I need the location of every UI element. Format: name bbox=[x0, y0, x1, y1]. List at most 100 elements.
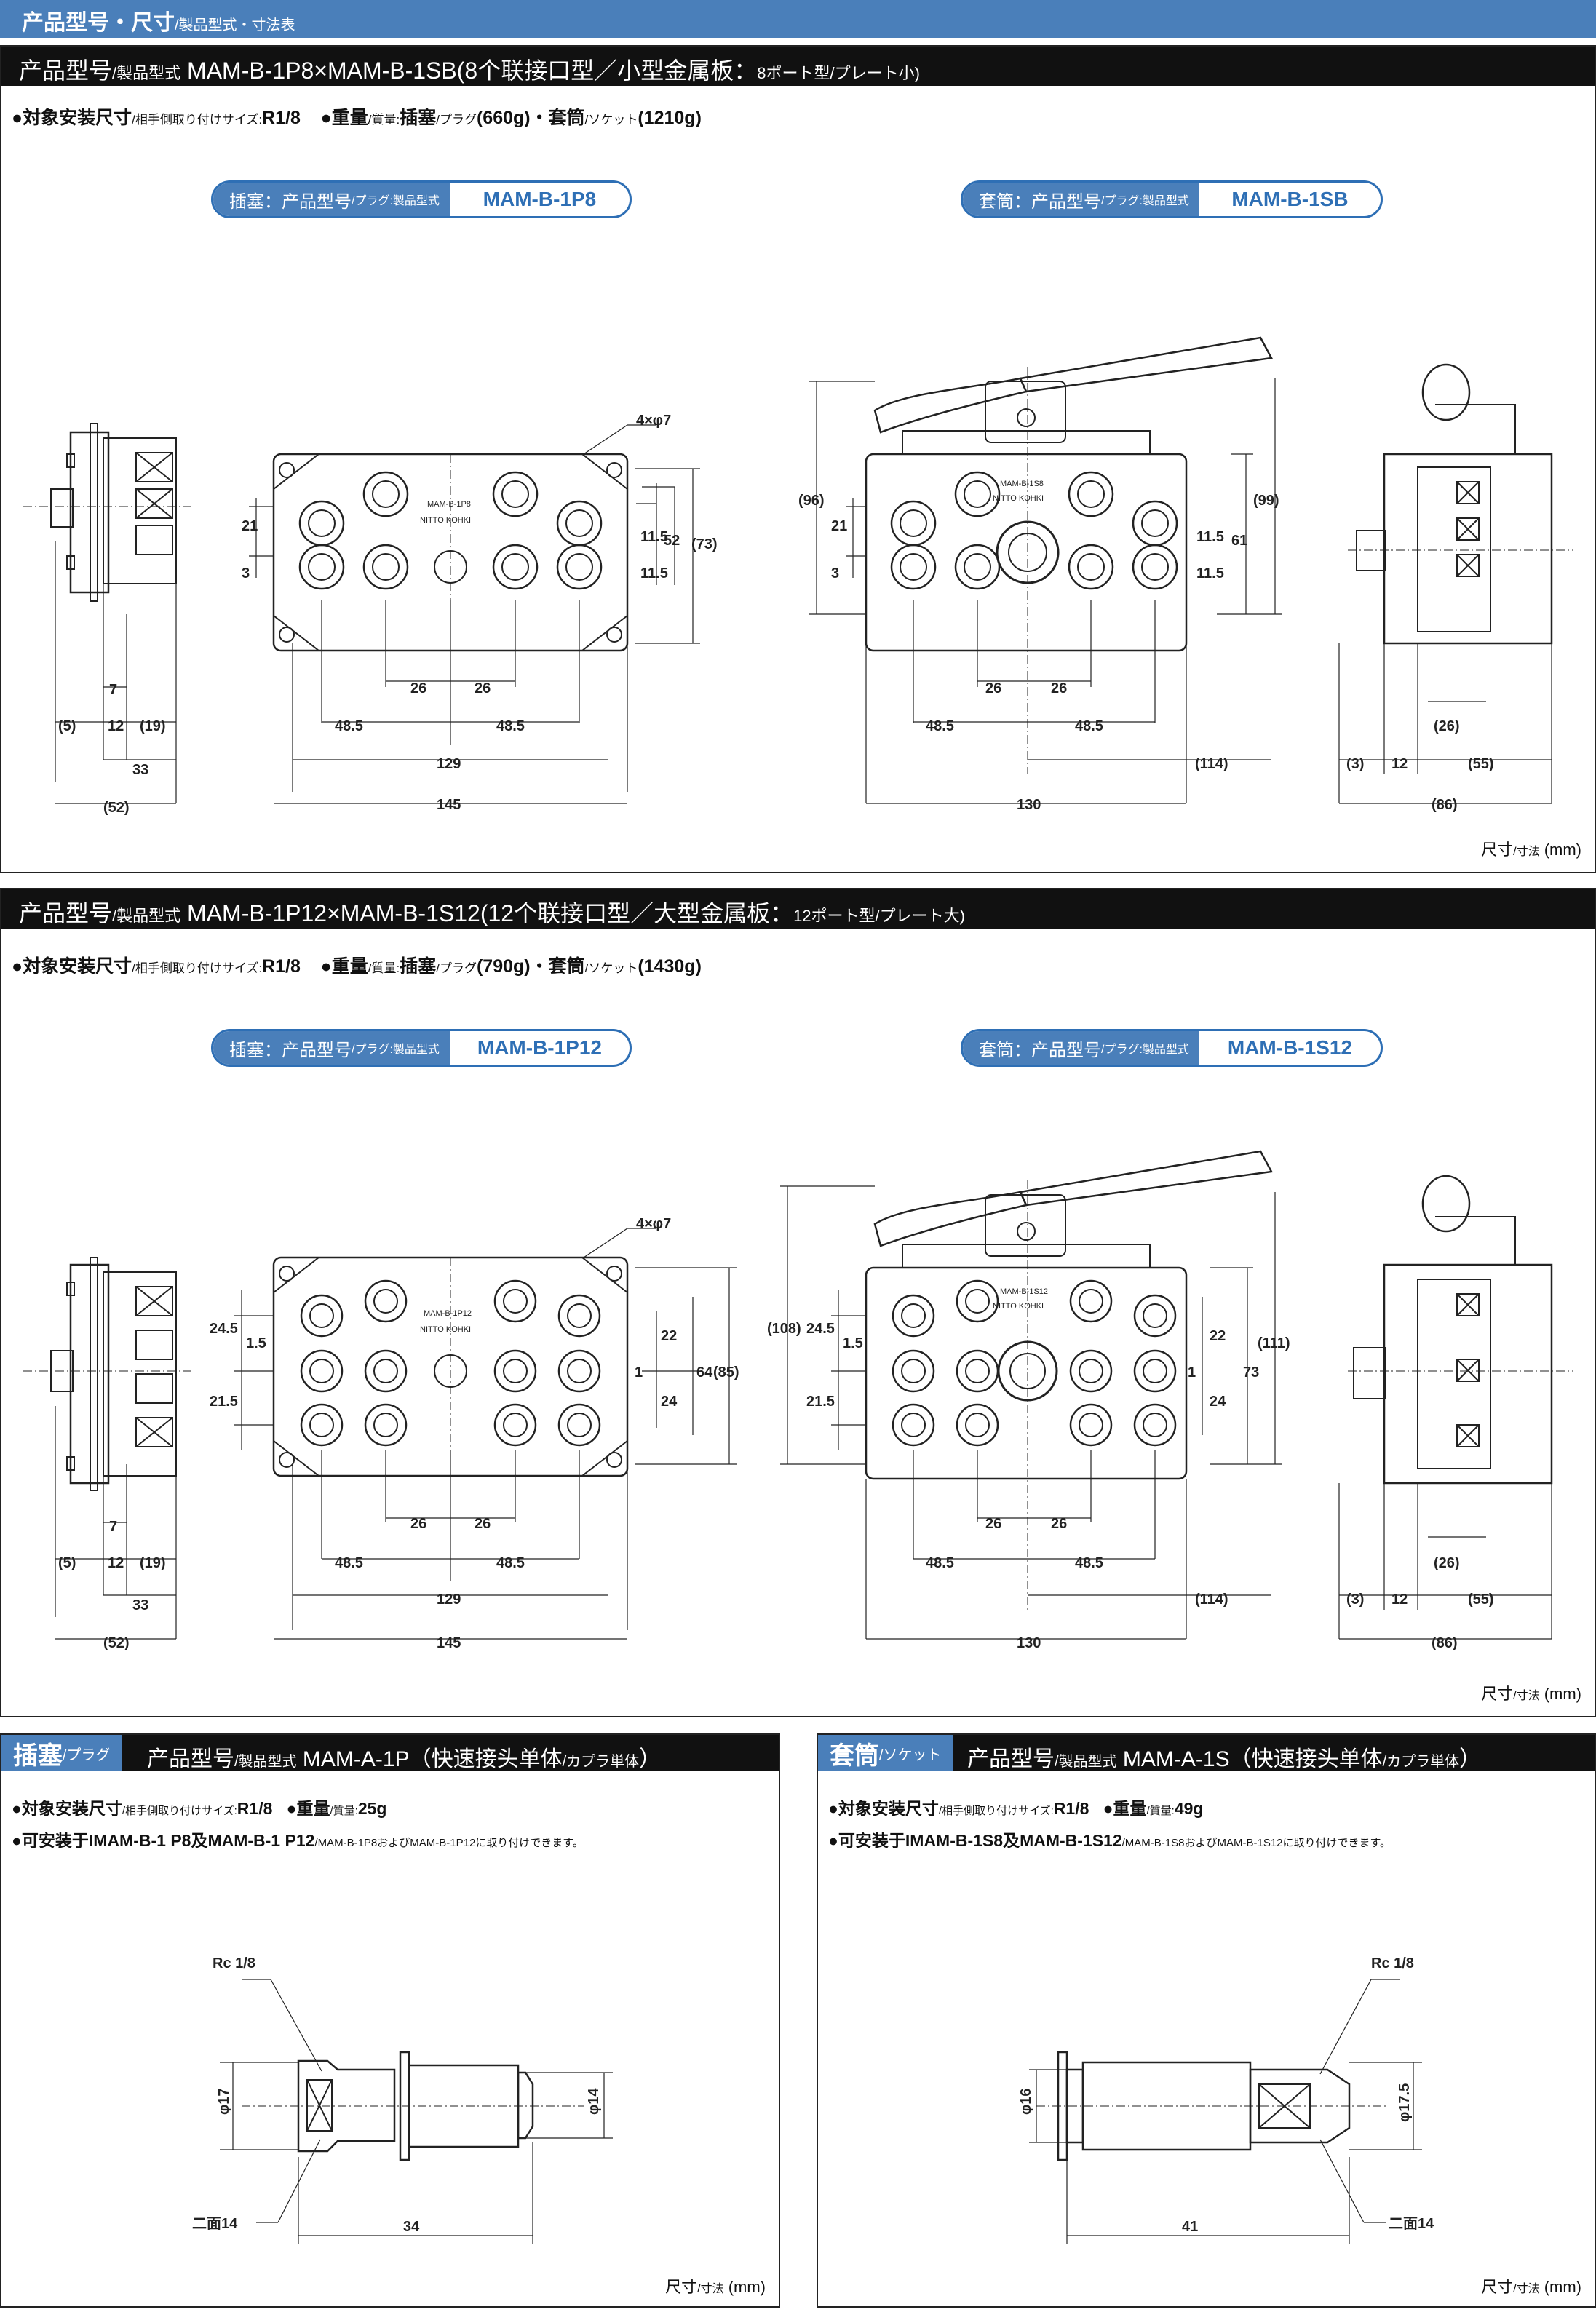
svg-text:48.5: 48.5 bbox=[1075, 1555, 1103, 1571]
plug-plate-view bbox=[272, 1256, 629, 1493]
socket-front-view bbox=[865, 1150, 1273, 1610]
svg-text:26: 26 bbox=[475, 1516, 491, 1532]
svg-text:3: 3 bbox=[831, 565, 839, 581]
plate-model-text: MAM-B-1P8 bbox=[427, 500, 471, 509]
svg-text:26: 26 bbox=[985, 1516, 1001, 1532]
plug-single-header: 插塞/プラグ 产品型号/製品型式 MAM-A-1P（快速接头单体/カプラ単体） bbox=[1, 1735, 779, 1771]
svg-text:48.5: 48.5 bbox=[335, 1555, 363, 1571]
svg-text:11.5: 11.5 bbox=[1196, 565, 1224, 581]
svg-text:73: 73 bbox=[1243, 1364, 1259, 1381]
socket-model-pill: 套筒：产品型号/プラグ:製品型式 MAM-B-1S12 bbox=[961, 1029, 1383, 1067]
svg-text:(19): (19) bbox=[140, 1555, 166, 1571]
svg-text:33: 33 bbox=[132, 762, 148, 778]
svg-text:二面14: 二面14 bbox=[192, 2216, 238, 2232]
svg-text:φ14: φ14 bbox=[586, 2088, 602, 2115]
svg-text:26: 26 bbox=[410, 1516, 426, 1532]
svg-text:11.5: 11.5 bbox=[640, 529, 668, 545]
svg-text:24: 24 bbox=[661, 1394, 678, 1410]
spec-line: ●対象安装尺寸/相手側取り付けサイズ:R1/8 ●重量/質量:49g bbox=[828, 1799, 1204, 1818]
svg-text:(99): (99) bbox=[1253, 493, 1279, 509]
svg-text:1.5: 1.5 bbox=[843, 1335, 863, 1351]
svg-text:(85): (85) bbox=[713, 1364, 739, 1381]
svg-text:(55): (55) bbox=[1468, 756, 1494, 772]
socket-plate-model-text: MAM-B-1S12 bbox=[1000, 1287, 1048, 1296]
drawing-8-port: MAM-B-1P8 NITTO KOHKI bbox=[23, 336, 1573, 816]
plug-model-pill: 插塞：产品型号/プラグ:製品型式 MAM-B-1P12 bbox=[211, 1029, 632, 1067]
section-plug-single: 插塞/プラグ 产品型号/製品型式 MAM-A-1P（快速接头单体/カプラ単体） … bbox=[0, 1733, 780, 2308]
svg-text:(111): (111) bbox=[1258, 1335, 1290, 1351]
svg-text:11.5: 11.5 bbox=[640, 565, 668, 581]
svg-text:41: 41 bbox=[1182, 2219, 1198, 2235]
section-socket-single: 套筒/ソケット 产品型号/製品型式 MAM-A-1S（快速接头单体/カプラ単体）… bbox=[817, 1733, 1596, 2308]
svg-text:12: 12 bbox=[1391, 1592, 1408, 1608]
svg-text:(3): (3) bbox=[1346, 1592, 1364, 1608]
unit-label: 尺寸/寸法 (mm) bbox=[1481, 841, 1581, 859]
svg-text:(19): (19) bbox=[140, 718, 166, 734]
svg-text:(108): (108) bbox=[767, 1321, 801, 1337]
svg-text:34: 34 bbox=[403, 2219, 420, 2235]
socket-side-view bbox=[1348, 1175, 1573, 1485]
svg-text:(5): (5) bbox=[58, 1555, 76, 1571]
svg-text:12: 12 bbox=[108, 1555, 124, 1571]
page-title: 产品型号・尺寸/製品型式・寸法表 bbox=[22, 11, 295, 35]
svg-text:129: 129 bbox=[437, 1592, 461, 1608]
svg-text:(3): (3) bbox=[1346, 756, 1364, 772]
svg-text:22: 22 bbox=[661, 1328, 677, 1344]
svg-text:61: 61 bbox=[1231, 533, 1247, 549]
svg-text:1: 1 bbox=[1188, 1364, 1196, 1381]
spec-line: ●対象安装尺寸/相手側取り付けサイズ:R1/8 ●重量/質量:插塞/プラグ(66… bbox=[12, 108, 702, 128]
socket-side-view bbox=[1348, 363, 1573, 645]
svg-text:21: 21 bbox=[831, 518, 847, 534]
svg-text:二面14: 二面14 bbox=[1389, 2216, 1434, 2232]
plug-side-view bbox=[23, 1257, 191, 1491]
svg-text:φ17.5: φ17.5 bbox=[1397, 2083, 1413, 2122]
plate-brand-text: NITTO KOHKI bbox=[420, 1325, 471, 1334]
svg-text:48.5: 48.5 bbox=[926, 718, 954, 734]
socket-model-pill: 套筒：产品型号/プラグ:製品型式 MAM-B-1SB bbox=[961, 180, 1383, 218]
svg-text:4×φ7: 4×φ7 bbox=[636, 413, 671, 429]
svg-text:22: 22 bbox=[1210, 1328, 1226, 1344]
socket-plate-brand-text: NITTO KOHKI bbox=[993, 494, 1044, 503]
svg-text:7: 7 bbox=[109, 1519, 117, 1535]
svg-text:(86): (86) bbox=[1432, 797, 1458, 813]
socket-single-drawing: Rc 1/8 φ16 φ17.5 二面14 41 bbox=[1018, 1955, 1434, 2244]
svg-text:130: 130 bbox=[1017, 797, 1041, 813]
svg-text:24: 24 bbox=[1210, 1394, 1226, 1410]
svg-text:(114): (114) bbox=[1195, 1592, 1228, 1608]
socket-plate-brand-text: NITTO KOHKI bbox=[993, 1302, 1044, 1311]
svg-text:(55): (55) bbox=[1468, 1592, 1494, 1608]
svg-text:24.5: 24.5 bbox=[806, 1321, 835, 1337]
section-12-port-header: 产品型号/製品型式 MAM-B-1P12×MAM-B-1S12(12个联接口型／… bbox=[1, 889, 1595, 929]
svg-text:48.5: 48.5 bbox=[496, 1555, 525, 1571]
svg-text:26: 26 bbox=[985, 680, 1001, 696]
compatibility-note: ●可安装于IMAM-B-1 P8及MAM-B-1 P12/MAM-B-1P8およ… bbox=[12, 1831, 584, 1850]
plug-model-pill: 插塞：产品型号/プラグ:製品型式 MAM-B-1P8 bbox=[211, 180, 632, 218]
svg-text:21.5: 21.5 bbox=[806, 1394, 835, 1410]
svg-text:48.5: 48.5 bbox=[1075, 718, 1103, 734]
svg-text:21.5: 21.5 bbox=[210, 1394, 238, 1410]
svg-text:(73): (73) bbox=[691, 536, 718, 552]
svg-text:12: 12 bbox=[1391, 756, 1408, 772]
svg-text:1.5: 1.5 bbox=[246, 1335, 266, 1351]
svg-text:(26): (26) bbox=[1434, 1555, 1460, 1571]
svg-text:φ17: φ17 bbox=[216, 2088, 232, 2115]
plug-tag: 插塞/プラグ bbox=[1, 1735, 122, 1771]
svg-text:48.5: 48.5 bbox=[496, 718, 525, 734]
svg-text:3: 3 bbox=[242, 565, 250, 581]
plug-plate-view bbox=[272, 453, 629, 658]
compatibility-note: ●可安装于IMAM-B-1S8及MAM-B-1S12/MAM-B-1S8およびM… bbox=[828, 1831, 1391, 1850]
drawing-12-port: MAM-B-1P12 NITTO KOHKI bbox=[23, 1150, 1573, 1651]
socket-front-view bbox=[865, 336, 1273, 774]
svg-text:26: 26 bbox=[475, 680, 491, 696]
socket-plate-model-text: MAM-B-1S8 bbox=[1000, 480, 1044, 488]
socket-single-header: 套筒/ソケット 产品型号/製品型式 MAM-A-1S（快速接头单体/カプラ単体） bbox=[818, 1735, 1595, 1771]
svg-text:(26): (26) bbox=[1434, 718, 1460, 734]
svg-text:φ16: φ16 bbox=[1018, 2088, 1034, 2115]
svg-text:33: 33 bbox=[132, 1597, 148, 1613]
page-header: 产品型号・尺寸/製品型式・寸法表 bbox=[0, 0, 1596, 38]
plate-brand-text: NITTO KOHKI bbox=[420, 516, 471, 525]
svg-text:130: 130 bbox=[1017, 1635, 1041, 1651]
plug-single-drawing: Rc 1/8 φ17 φ14 二面14 34 bbox=[192, 1955, 613, 2244]
svg-text:26: 26 bbox=[410, 680, 426, 696]
svg-text:1: 1 bbox=[635, 1364, 643, 1381]
